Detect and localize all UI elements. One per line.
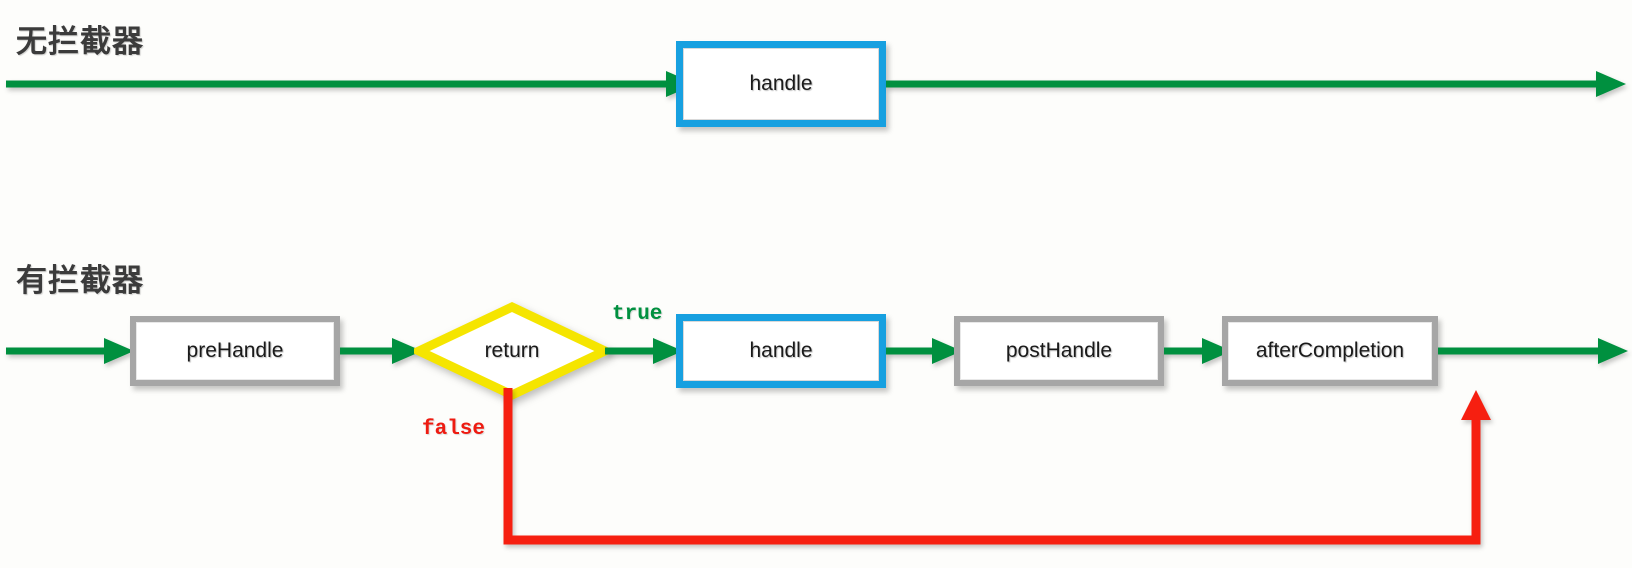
node-handle-bottom[interactable]: handle	[676, 314, 886, 388]
edge-prehandle-to-return	[340, 335, 422, 367]
edge-handle-to-posthandle	[886, 335, 962, 367]
node-posthandle[interactable]: postHandle	[954, 316, 1164, 386]
node-handle-top-label: handle	[749, 72, 813, 95]
edge-start-to-prehandle	[6, 335, 134, 367]
edge-start-to-handle-top	[6, 68, 696, 100]
edge-aftercompletion-to-end	[1438, 335, 1628, 367]
node-aftercompletion[interactable]: afterCompletion	[1222, 316, 1438, 386]
edge-return-to-handle-true	[605, 335, 683, 367]
edge-posthandle-to-aftercompletion	[1164, 335, 1232, 367]
node-handle-top[interactable]: handle	[676, 41, 886, 127]
node-handle-bottom-label: handle	[749, 339, 813, 362]
node-prehandle-label: preHandle	[186, 339, 284, 362]
section-title-with-interceptor: 有拦截器	[16, 263, 144, 298]
edge-label-false: false	[422, 418, 486, 441]
node-posthandle-label: postHandle	[1005, 339, 1113, 362]
node-prehandle[interactable]: preHandle	[130, 316, 340, 386]
node-aftercompletion-label: afterCompletion	[1255, 339, 1405, 362]
section-title-no-interceptor: 无拦截器	[16, 24, 144, 59]
edge-return-false-to-end	[495, 388, 1505, 563]
node-return-decision[interactable]: return	[414, 302, 610, 400]
edge-handle-to-end-top	[886, 68, 1626, 100]
edge-label-true: true	[612, 303, 663, 326]
